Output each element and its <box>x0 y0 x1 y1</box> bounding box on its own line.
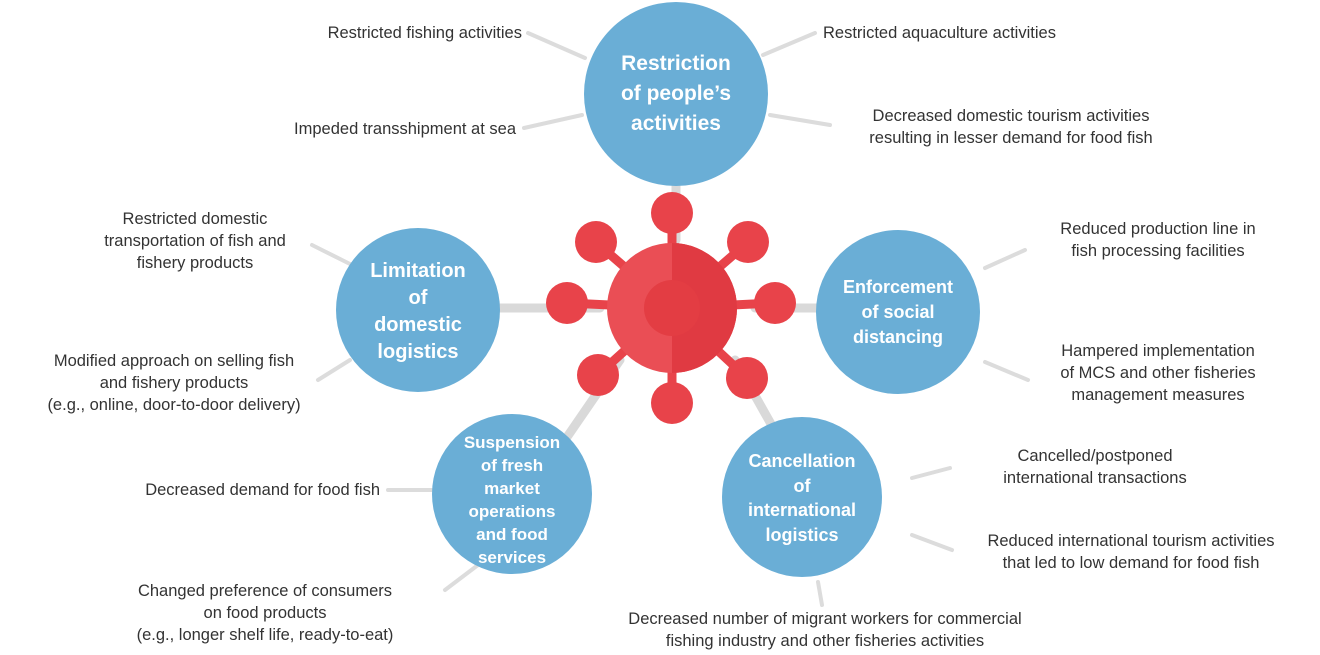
line-migrant <box>816 580 824 607</box>
hub-market-circle <box>432 414 592 574</box>
note-domestic-transport-line-1: Restricted domestic <box>122 210 268 228</box>
note-selling-approach-line-2: and fishery products <box>99 374 249 392</box>
line-intl-transactions <box>910 466 952 480</box>
note-production-line-line-1: Reduced production line in <box>1060 220 1256 238</box>
note-domestic-transport-line-2: transportation of fish and <box>104 232 286 250</box>
note-mcs: Hampered implementation of MCS and other… <box>1020 340 1296 406</box>
hub-social-circle <box>816 230 980 394</box>
note-migrant-workers-line-2: fishing industry and other fisheries act… <box>665 632 985 650</box>
hub-social-label: Enforcement of social distancing <box>826 272 970 352</box>
note-fishing-line-1: Restricted fishing activities <box>327 24 522 42</box>
hub-social-line-2: of social <box>861 301 935 322</box>
hub-international-label: Cancellation of international logistics <box>728 446 876 550</box>
note-intl-transactions-line-2: international transactions <box>1003 469 1187 487</box>
line-intl-tourism <box>910 533 954 552</box>
note-demand-food-fish-line-1: Decreased demand for food fish <box>145 481 380 499</box>
hub-market-line-5: and food <box>476 525 548 544</box>
note-mcs-line-2: of MCS and other fisheries <box>1060 364 1256 382</box>
note-domestic-transport: Restricted domestic transportation of fi… <box>60 208 330 274</box>
note-consumer-preference-line-2: on food products <box>203 604 327 622</box>
note-consumer-preference-line-3: (e.g., longer shelf life, ready-to-eat) <box>136 626 394 644</box>
hub-social-line-3: distancing <box>852 326 943 347</box>
note-selling-approach-line-1: Modified approach on selling fish <box>53 352 295 370</box>
note-production-line: Reduced production line in fish processi… <box>1020 218 1296 262</box>
note-intl-tourism-line-1: Reduced international tourism activities <box>987 532 1275 550</box>
virus-icon <box>546 192 796 424</box>
note-transshipment-line-1: Impeded transshipment at sea <box>294 120 516 138</box>
note-mcs-line-3: management measures <box>1071 386 1245 404</box>
note-selling-approach-line-3: (e.g., online, door-to-door delivery) <box>47 396 301 414</box>
line-selling <box>316 358 352 382</box>
hub-market-line-3: market <box>484 479 540 498</box>
hub-people-circle <box>584 2 768 186</box>
note-selling-approach: Modified approach on selling fish and fi… <box>0 350 348 416</box>
note-intl-transactions: Cancelled/postponed international transa… <box>950 445 1240 489</box>
note-aquaculture: Restricted aquaculture activities <box>823 22 1143 44</box>
note-fishing: Restricted fishing activities <box>230 22 522 44</box>
note-intl-tourism: Reduced international tourism activities… <box>946 530 1316 574</box>
hub-social-line-1: Enforcement <box>842 276 954 297</box>
hub-people-line-2: of people’s <box>620 82 732 105</box>
note-intl-transactions-line-1: Cancelled/postponed <box>1017 447 1173 465</box>
note-domestic-transport-line-3: fishery products <box>136 254 254 272</box>
hub-domestic-line-1: Limitation <box>370 260 466 282</box>
line-domestic-tourism <box>768 113 832 127</box>
note-migrant-workers: Decreased number of migrant workers for … <box>560 608 1090 652</box>
hub-domestic-line-4: logistics <box>377 341 459 363</box>
line-domestic-transport <box>310 243 354 267</box>
line-production <box>983 248 1027 270</box>
line-transshipment <box>522 113 584 130</box>
hub-international-circle <box>722 417 882 577</box>
hub-domestic-circle <box>336 228 500 392</box>
note-migrant-workers-line-1: Decreased number of migrant workers for … <box>628 610 1022 628</box>
hub-international-line-4: logistics <box>765 524 839 545</box>
note-production-line-line-2: fish processing facilities <box>1071 242 1245 260</box>
hub-domestic-label: Limitation of domestic logistics <box>340 256 496 368</box>
note-aquaculture-line-1: Restricted aquaculture activities <box>823 24 1056 42</box>
hub-people-label: Restriction of people’s activities <box>590 48 762 140</box>
hub-people-line-3: activities <box>631 112 721 135</box>
note-consumer-preference: Changed preference of consumers on food … <box>88 580 442 646</box>
hub-domestic-line-2: of <box>408 287 428 309</box>
note-domestic-tourism-line-2: resulting in lesser demand for food fish <box>869 129 1153 147</box>
note-demand-food-fish: Decreased demand for food fish <box>60 479 380 501</box>
note-domestic-tourism-line-1: Decreased domestic tourism activities <box>872 107 1150 125</box>
hub-people-line-1: Restriction <box>621 52 731 75</box>
hub-market-line-2: of fresh <box>480 456 544 475</box>
note-domestic-tourism: Decreased domestic tourism activities re… <box>826 105 1196 149</box>
note-transshipment: Impeded transshipment at sea <box>200 118 516 140</box>
hub-domestic-line-3: domestic <box>374 314 462 336</box>
hub-market-line-1: Suspension <box>463 433 561 452</box>
line-preference <box>443 563 480 592</box>
line-aquaculture <box>761 31 817 57</box>
note-consumer-preference-line-1: Changed preference of consumers <box>137 582 393 600</box>
note-mcs-line-1: Hampered implementation <box>1061 342 1255 360</box>
line-mcs <box>983 360 1030 382</box>
hub-international-line-2: of <box>793 475 811 496</box>
hub-market-line-6: services <box>477 548 547 567</box>
hub-international-line-1: Cancellation <box>748 451 856 471</box>
note-intl-tourism-line-2: that led to low demand for food fish <box>1002 554 1260 572</box>
hub-market-line-4: operations <box>468 502 556 521</box>
note-connectors <box>310 31 1030 607</box>
hub-international-line-3: international <box>747 500 856 520</box>
hub-market-label: Suspension of fresh market operations an… <box>440 428 584 572</box>
line-fishing <box>526 31 587 60</box>
